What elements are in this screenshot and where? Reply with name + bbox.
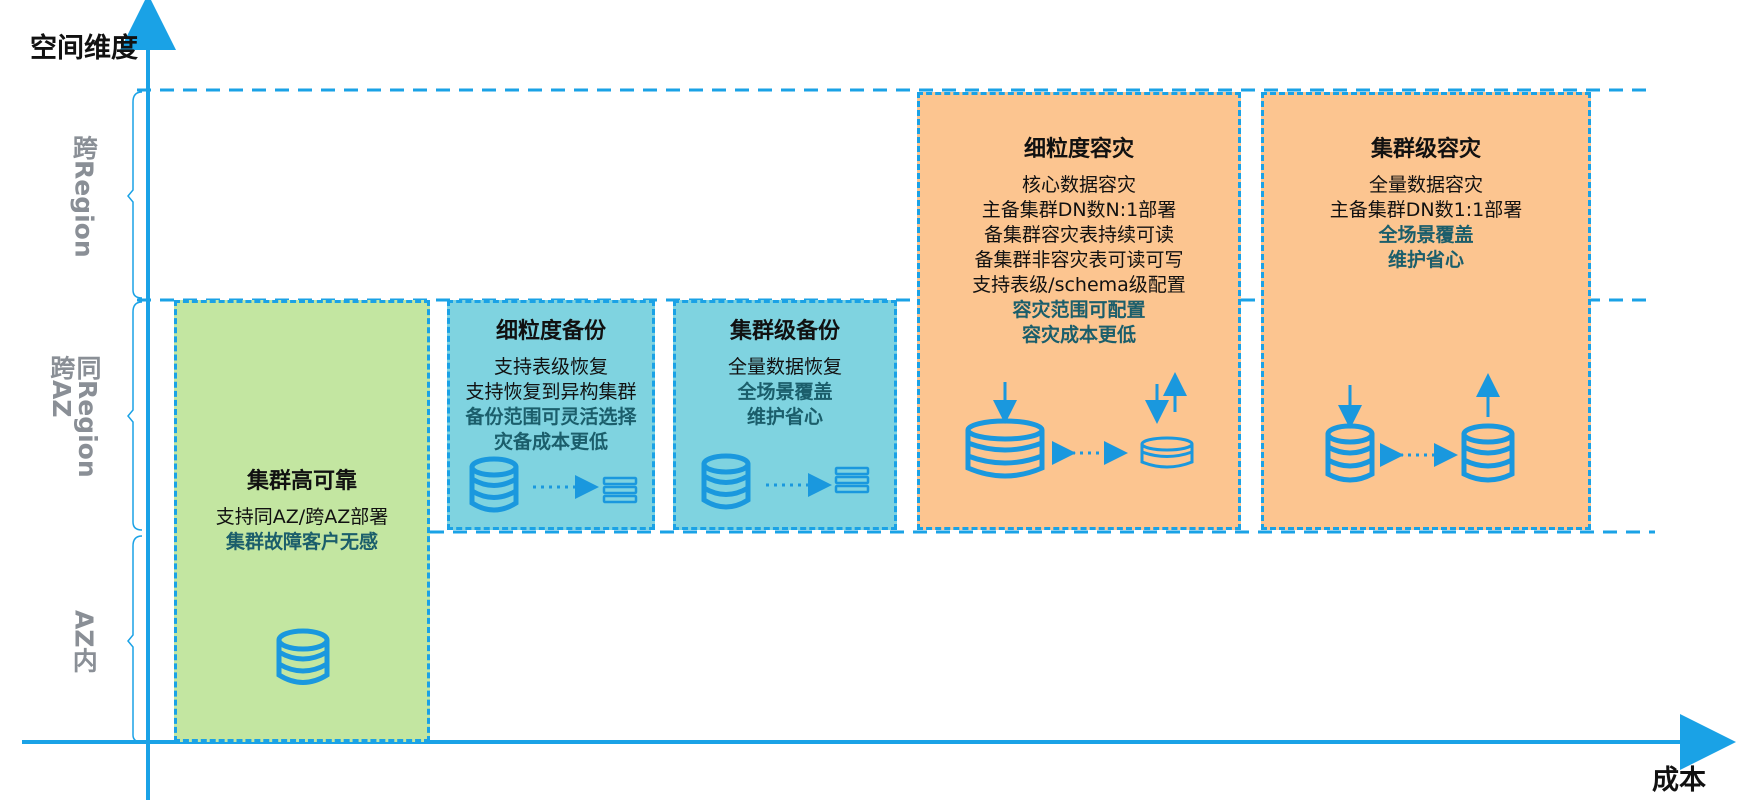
box-line: 备集群非容灾表可读可写	[974, 249, 1184, 271]
server-icon	[834, 466, 870, 494]
box-title: 集群级容灾	[1370, 137, 1481, 162]
box-title: 细粒度备份	[495, 319, 606, 344]
box-highlight: 容灾范围可配置	[1012, 299, 1146, 321]
tier-label-cross-az: 同Region跨AZ	[46, 355, 102, 478]
box-highlight: 备份范围可灵活选择	[465, 406, 637, 428]
y-axis-label: 空间维度	[30, 33, 138, 64]
box-title: 集群高可靠	[246, 469, 357, 494]
database-icon	[469, 456, 519, 513]
box-highlight: 维护省心	[746, 406, 823, 428]
tier-bracket-cross-az	[127, 301, 143, 531]
box-line: 主备集群DN数1:1部署	[1329, 199, 1523, 221]
box-cluster-ha: 集群高可靠 支持同AZ/跨AZ部署 集群故障客户无感	[174, 300, 430, 742]
box-highlight: 维护省心	[1387, 249, 1464, 271]
tier-label-cross-region: 跨Region	[69, 135, 99, 258]
database-icon	[276, 628, 330, 685]
box-title: 集群级备份	[729, 319, 840, 344]
box-line: 支持同AZ/跨AZ部署	[215, 506, 389, 528]
box-line: 全量数据容灾	[1368, 174, 1483, 196]
tier-label-in-az: AZ内	[69, 610, 99, 673]
box-line: 支持表级恢复	[493, 356, 608, 378]
box-line: 备集群容灾表持续可读	[983, 224, 1174, 246]
box-line: 全量数据恢复	[727, 356, 842, 378]
tier-bracket-cross-region	[127, 91, 143, 299]
box-highlight: 集群故障客户无感	[225, 531, 378, 553]
box-title: 细粒度容灾	[1023, 137, 1134, 162]
database-icon	[701, 453, 751, 510]
box-highlight: 容灾成本更低	[1021, 324, 1136, 346]
database-replication-icon	[965, 372, 1194, 479]
box-line: 核心数据容灾	[1021, 174, 1136, 196]
box-line: 支持恢复到异构集群	[465, 381, 637, 403]
server-icon	[602, 476, 638, 504]
x-axis-label: 成本	[1652, 765, 1706, 796]
box-highlight: 灾备成本更低	[493, 431, 608, 453]
box-highlight: 全场景覆盖	[737, 381, 833, 403]
box-fine-backup: 细粒度备份 支持表级恢复 支持恢复到异构集群 备份范围可灵活选择 灾备成本更低	[447, 300, 655, 530]
box-highlight: 全场景覆盖	[1378, 224, 1474, 246]
box-line: 主备集群DN数N:1部署	[981, 199, 1177, 221]
box-line: 支持表级/schema级配置	[972, 274, 1186, 296]
database-replication-icon	[1325, 373, 1515, 483]
